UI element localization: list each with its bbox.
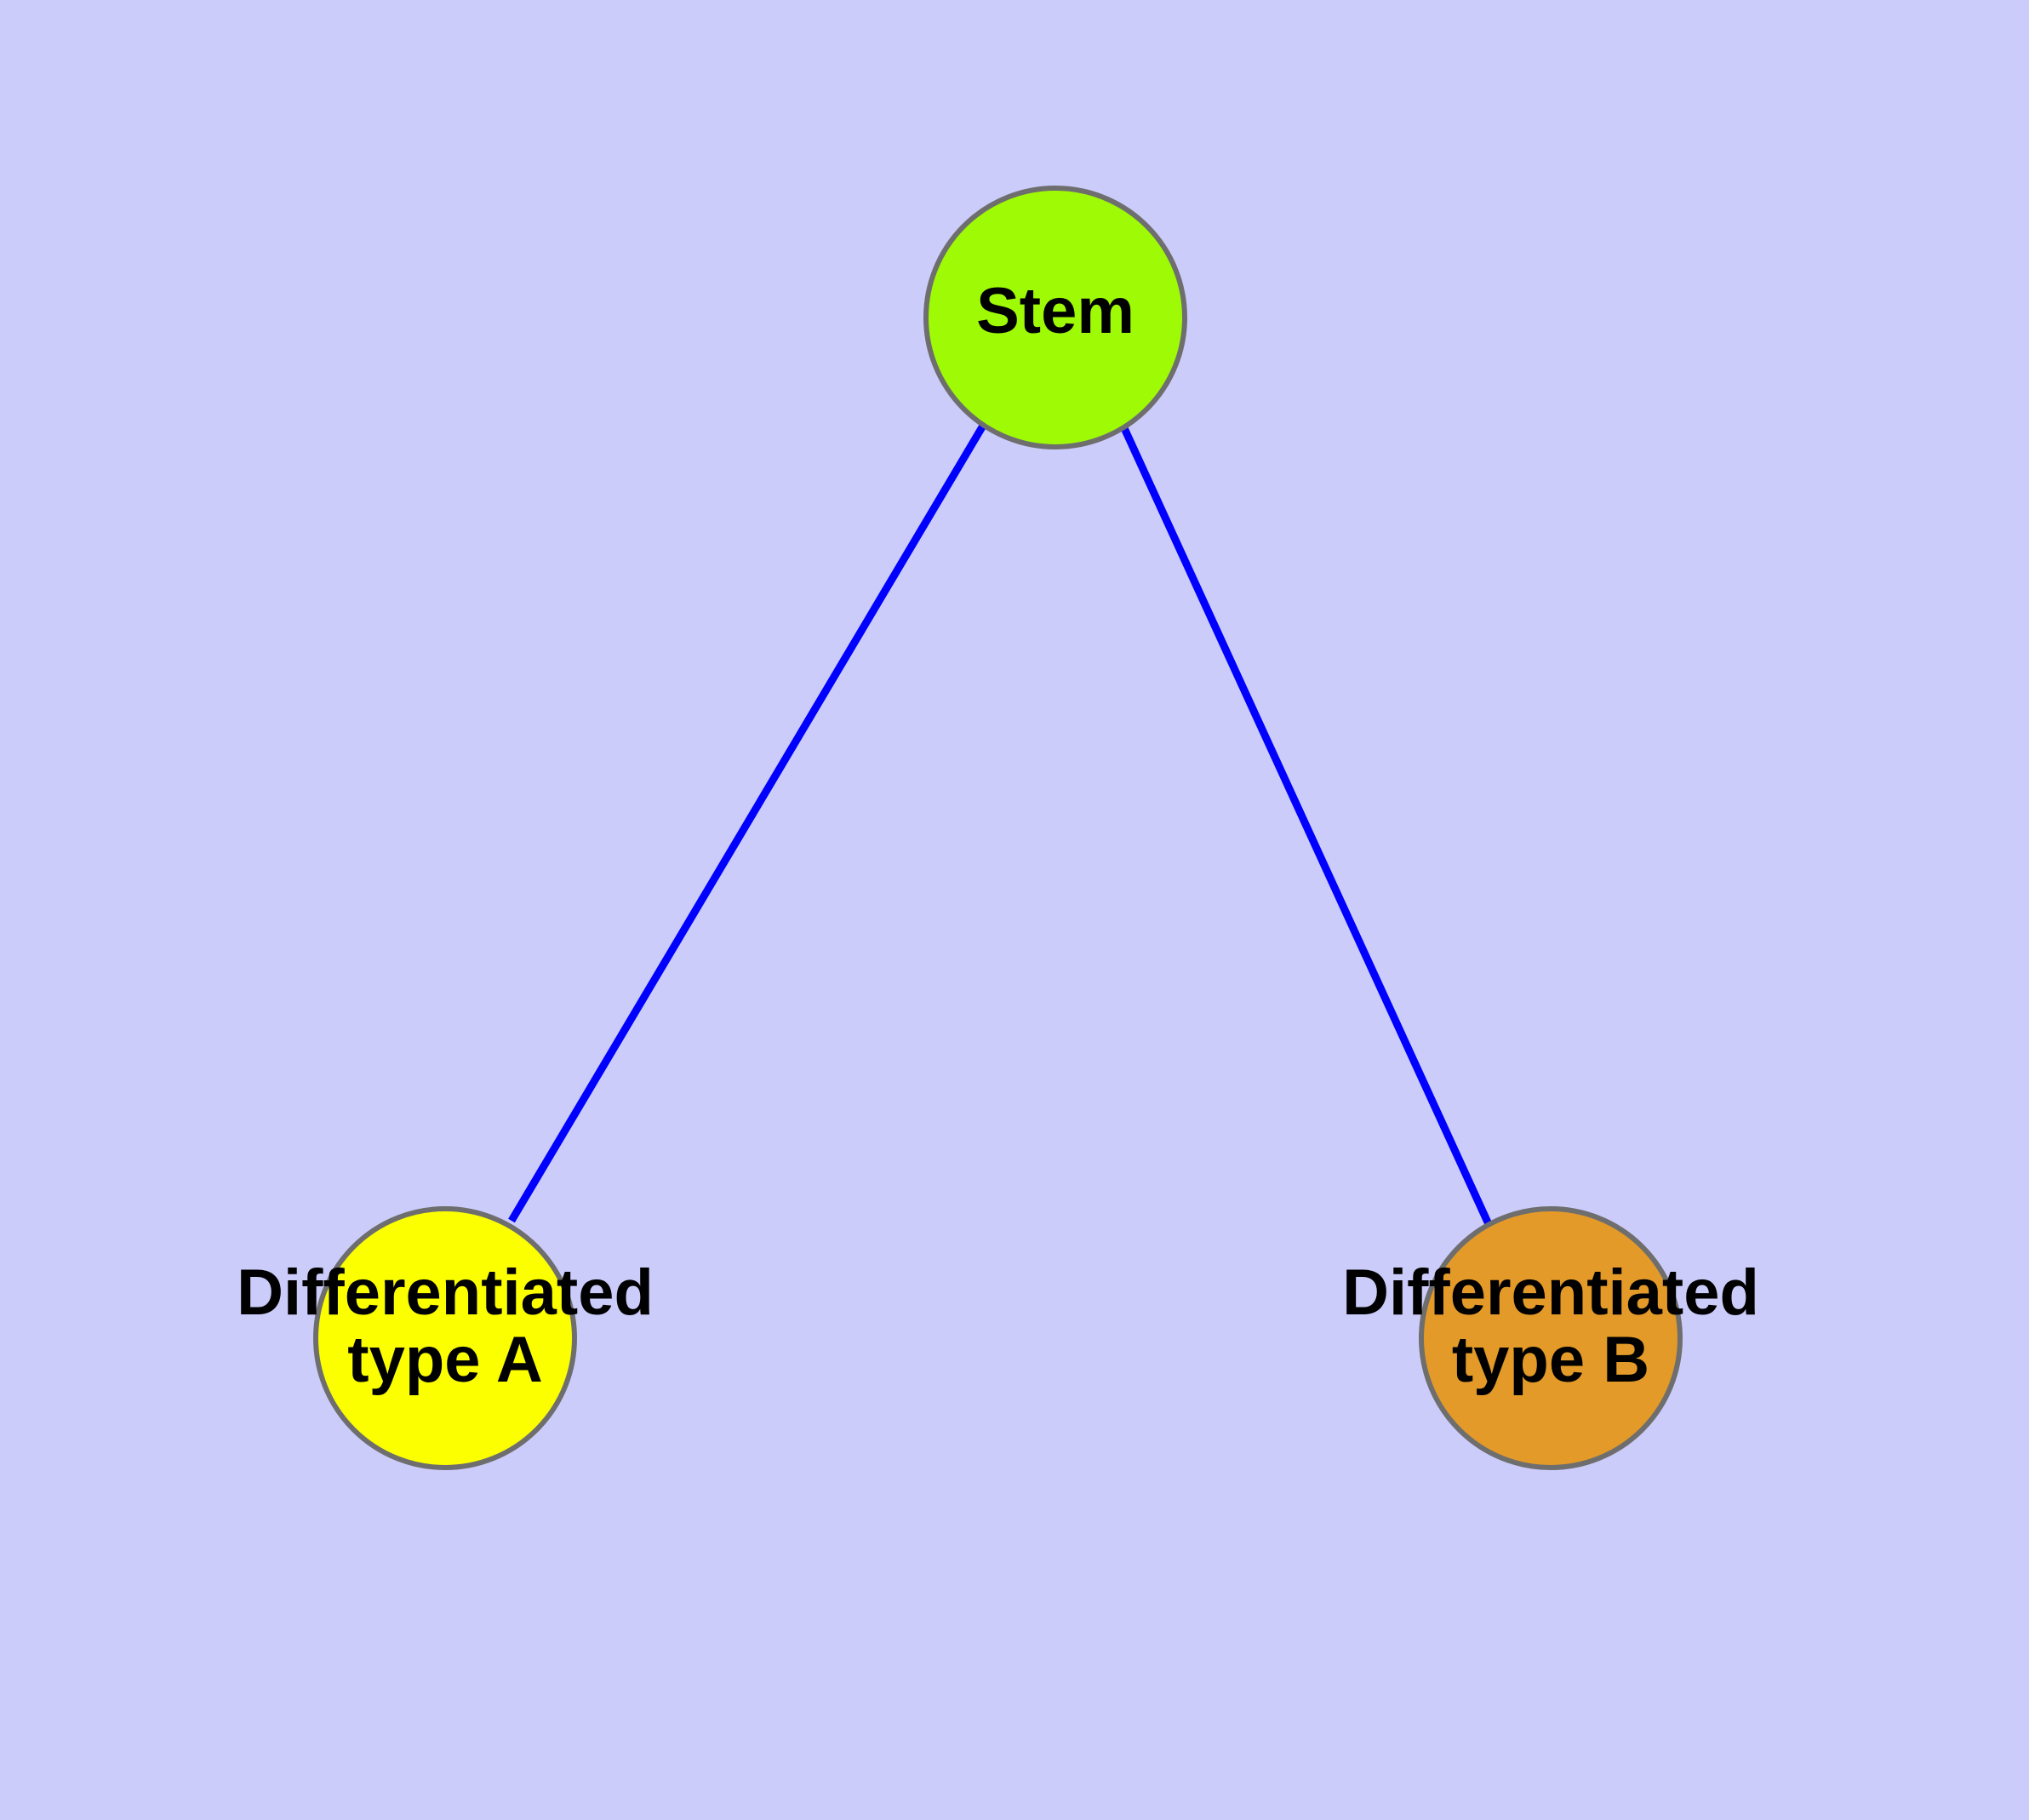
node-differentiated-type-a[interactable] (313, 1206, 577, 1470)
edge-stem-to-differentiated-type-a[interactable] (508, 423, 986, 1223)
edge-stem-to-differentiated-type-b[interactable] (1120, 426, 1493, 1226)
node-stem[interactable] (923, 186, 1187, 449)
node-differentiated-type-b[interactable] (1419, 1206, 1683, 1470)
